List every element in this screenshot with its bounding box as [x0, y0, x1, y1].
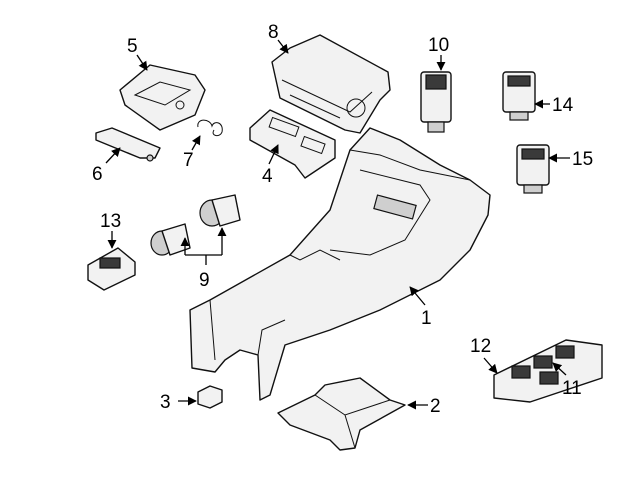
leader-11: [552, 362, 567, 376]
power-socket-part: [150, 194, 241, 256]
callout-8: 8: [268, 22, 279, 43]
leader-4: [268, 144, 279, 165]
storage-tray-part: [119, 64, 206, 131]
leader-9: [180, 227, 227, 265]
spring-clip-part: [197, 119, 223, 137]
callout-11: 11: [562, 378, 582, 399]
leader-8: [277, 39, 289, 54]
callout-3: 3: [160, 392, 171, 413]
leader-6: [105, 147, 121, 164]
callout-1: 1: [421, 308, 432, 329]
center-console-part: [189, 127, 491, 401]
leader-5: [136, 54, 148, 71]
leader-7: [191, 135, 201, 151]
callout-6: 6: [92, 164, 103, 185]
panel-cover-part: [95, 127, 161, 162]
callout-4: 4: [262, 166, 273, 187]
switch-15-part: [516, 144, 550, 194]
callout-9: 9: [199, 270, 210, 291]
upper-tray-part: [271, 34, 391, 134]
callout-5: 5: [127, 36, 138, 57]
leader-1: [409, 286, 426, 306]
callout-12: 12: [470, 336, 491, 357]
window-switch-panel-part: [493, 339, 603, 403]
switch-14-part: [502, 71, 536, 121]
callout-14: 14: [552, 95, 574, 116]
clip-part: [197, 385, 223, 409]
callout-13: 13: [100, 211, 121, 232]
switch-part: [420, 71, 452, 133]
floor-bracket-part: [277, 377, 406, 451]
callout-10: 10: [428, 35, 449, 56]
rocker-switch-part: [87, 247, 136, 291]
callout-7: 7: [183, 150, 194, 171]
trim-bezel-part: [249, 109, 336, 179]
callout-2: 2: [430, 396, 441, 417]
callout-15: 15: [572, 149, 593, 170]
leader-12: [483, 357, 498, 374]
